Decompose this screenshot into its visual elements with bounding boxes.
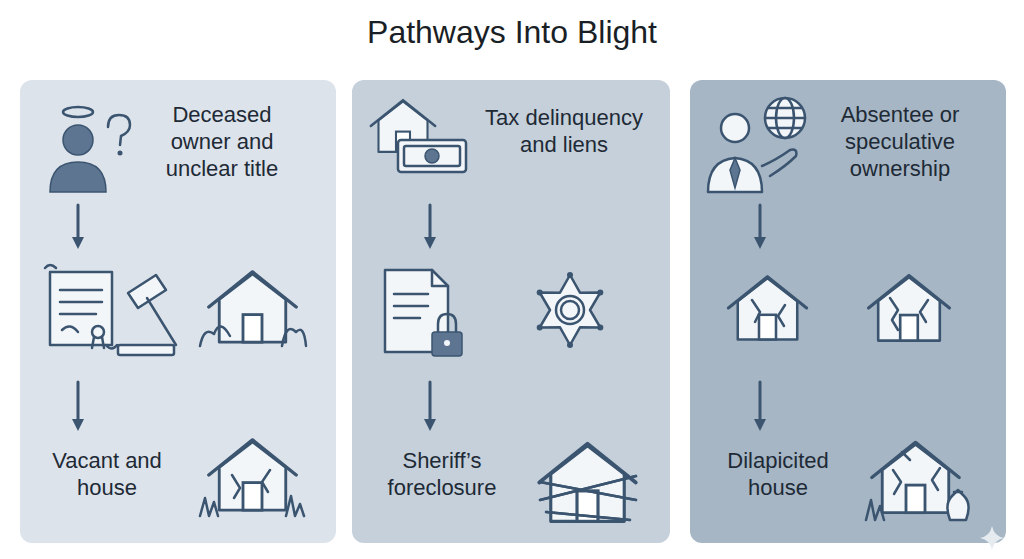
pathway-heading: Tax delinquency and liens xyxy=(484,105,644,159)
diagram-title: Pathways Into Blight xyxy=(0,14,1024,51)
pathway-panel: Absentee or speculative ownershipDilapic… xyxy=(690,80,1006,543)
pathway-heading: Deceased owner and unclear title xyxy=(142,102,302,182)
pathway-outcome: Sheriff’s foreclosure xyxy=(362,448,522,502)
pathway-outcome: Dilapicited house xyxy=(698,448,858,502)
panel-3-icons xyxy=(708,98,969,520)
pathway-panel: Deceased owner and unclear titleVacant a… xyxy=(20,80,336,543)
panel-2-icons xyxy=(371,100,636,521)
pathway-panel: Tax delinquency and liensSheriff’s forec… xyxy=(352,80,670,543)
panel-1-icons xyxy=(45,107,306,516)
pathway-heading: Absentee or speculative ownership xyxy=(810,102,990,182)
pathway-outcome: Vacant and house xyxy=(32,448,182,502)
sparkle-mark xyxy=(980,526,1004,550)
